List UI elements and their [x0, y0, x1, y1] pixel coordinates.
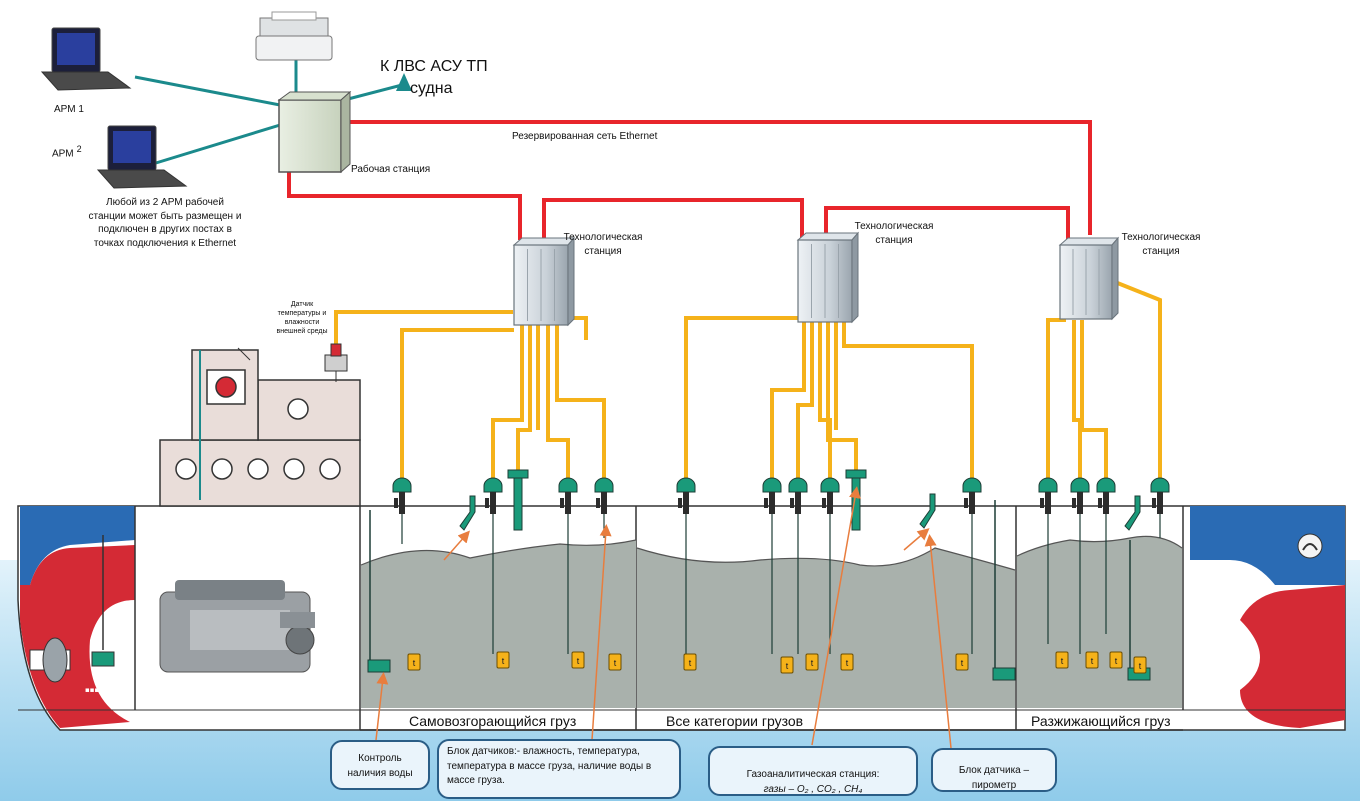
printer-icon: [256, 12, 332, 60]
tech-station-1-line-2: станция: [548, 245, 658, 259]
sensor-cables: [336, 280, 1160, 482]
stern-plate-icon: ▪▪▪ ▪▪▪▪: [85, 686, 121, 694]
temperature-tag-icon: t: [841, 654, 853, 670]
callout-water-control: Контроль наличия воды: [330, 740, 430, 790]
ambient-line-4: внешней среды: [262, 327, 342, 336]
hold2-label: Все категории грузов: [666, 712, 803, 731]
temperature-tag-icon: t: [956, 654, 968, 670]
ambient-line-2: температуры и: [262, 309, 342, 318]
ambient-sensor-label: Датчик температуры и влажности внешней с…: [262, 300, 342, 336]
any-arm-line-1: Любой из 2 АРМ рабочей: [40, 196, 290, 210]
ambient-line-3: влажности: [262, 318, 342, 327]
temperature-tag-icon: t: [806, 654, 818, 670]
temperature-tag-icon: t: [572, 652, 584, 668]
tech-station-1-line-1: Технологическая: [548, 231, 658, 245]
temperature-tag-icon: t: [781, 657, 793, 673]
to-lan-line-1: К ЛВС АСУ ТП: [380, 56, 488, 78]
redundant-net-label: Резервированная сеть Ethernet: [512, 130, 657, 144]
callout-sensor-block: Блок датчиков:- влажность, температура, …: [437, 739, 681, 799]
hold3-label: Разжижающийся груз: [1031, 712, 1171, 731]
ambient-sensor-icon: [325, 344, 347, 382]
to-lan-label: К ЛВС АСУ ТП судна: [380, 56, 488, 99]
arm2-label: АРМ2: [52, 143, 82, 161]
temperature-tag-icon: t: [408, 654, 420, 670]
temperature-tag-icon: t: [1110, 652, 1122, 668]
tech-station-label-3: Технологическая станция: [1106, 231, 1216, 258]
callout-gas-line-2: газы – O₂ , CO₂ , CH₄: [710, 783, 916, 798]
callout-block-line-1: Блок датчиков:- влажность, температура,: [447, 745, 671, 760]
temperature-tag-icon: t: [609, 654, 621, 670]
temperature-tag-icon: t: [684, 654, 696, 670]
tech-station-2-line-2: станция: [839, 234, 949, 248]
arm2-text: АРМ: [52, 148, 74, 159]
anchor-icon: [1298, 534, 1322, 558]
temperature-tag-icon: t: [1134, 657, 1146, 673]
workstation-label: Рабочая станция: [351, 163, 430, 177]
workstation-cabinet-icon: [279, 92, 350, 172]
arm2-sup: 2: [77, 144, 82, 154]
superstructure: [160, 348, 360, 506]
tech-station-3-line-1: Технологическая: [1106, 231, 1216, 245]
callout-block-line-2: температура в массе груза, наличие воды …: [447, 760, 671, 775]
redundant-ethernet: [289, 122, 1090, 245]
callout-gas-station: Газоаналитическая станция: газы – O₂ , C…: [708, 746, 918, 796]
tech-station-2-line-1: Технологическая: [839, 220, 949, 234]
callout-pyro-line-1: Блок датчика –: [933, 764, 1055, 779]
temperature-tag-icon: t: [497, 652, 509, 668]
lan-cables: [133, 60, 402, 170]
callout-water-line-1: Контроль: [332, 752, 428, 767]
callout-pyrometer: Блок датчика – пирометр: [931, 748, 1057, 792]
callout-block-line-3: массе груза.: [447, 774, 671, 789]
hold1-label: Самовозгорающийся груз: [409, 712, 576, 731]
any-arm-note: Любой из 2 АРМ рабочей станции может быт…: [40, 196, 290, 250]
to-lan-line-2: судна: [380, 78, 488, 100]
callout-water-line-2: наличия воды: [332, 767, 428, 782]
callout-pyro-line-2: пирометр: [933, 779, 1055, 794]
any-arm-line-3: подключен в других постах в: [40, 223, 290, 237]
any-arm-line-2: станции может быть размещен и: [40, 210, 290, 224]
tech-station-label-1: Технологическая станция: [548, 231, 658, 258]
tech-station-3-line-2: станция: [1106, 245, 1216, 259]
ambient-line-1: Датчик: [262, 300, 342, 309]
any-arm-line-4: точках подключения к Ethernet: [40, 237, 290, 251]
laptop-icon: [42, 28, 130, 90]
engine-icon: [160, 580, 315, 672]
arm1-label: АРМ 1: [54, 103, 84, 117]
callout-gas-line-1: Газоаналитическая станция:: [710, 768, 916, 783]
tech-station-label-2: Технологическая станция: [839, 220, 949, 247]
temperature-tag-icon: t: [1056, 652, 1068, 668]
temperature-tag-icon: t: [1086, 652, 1098, 668]
